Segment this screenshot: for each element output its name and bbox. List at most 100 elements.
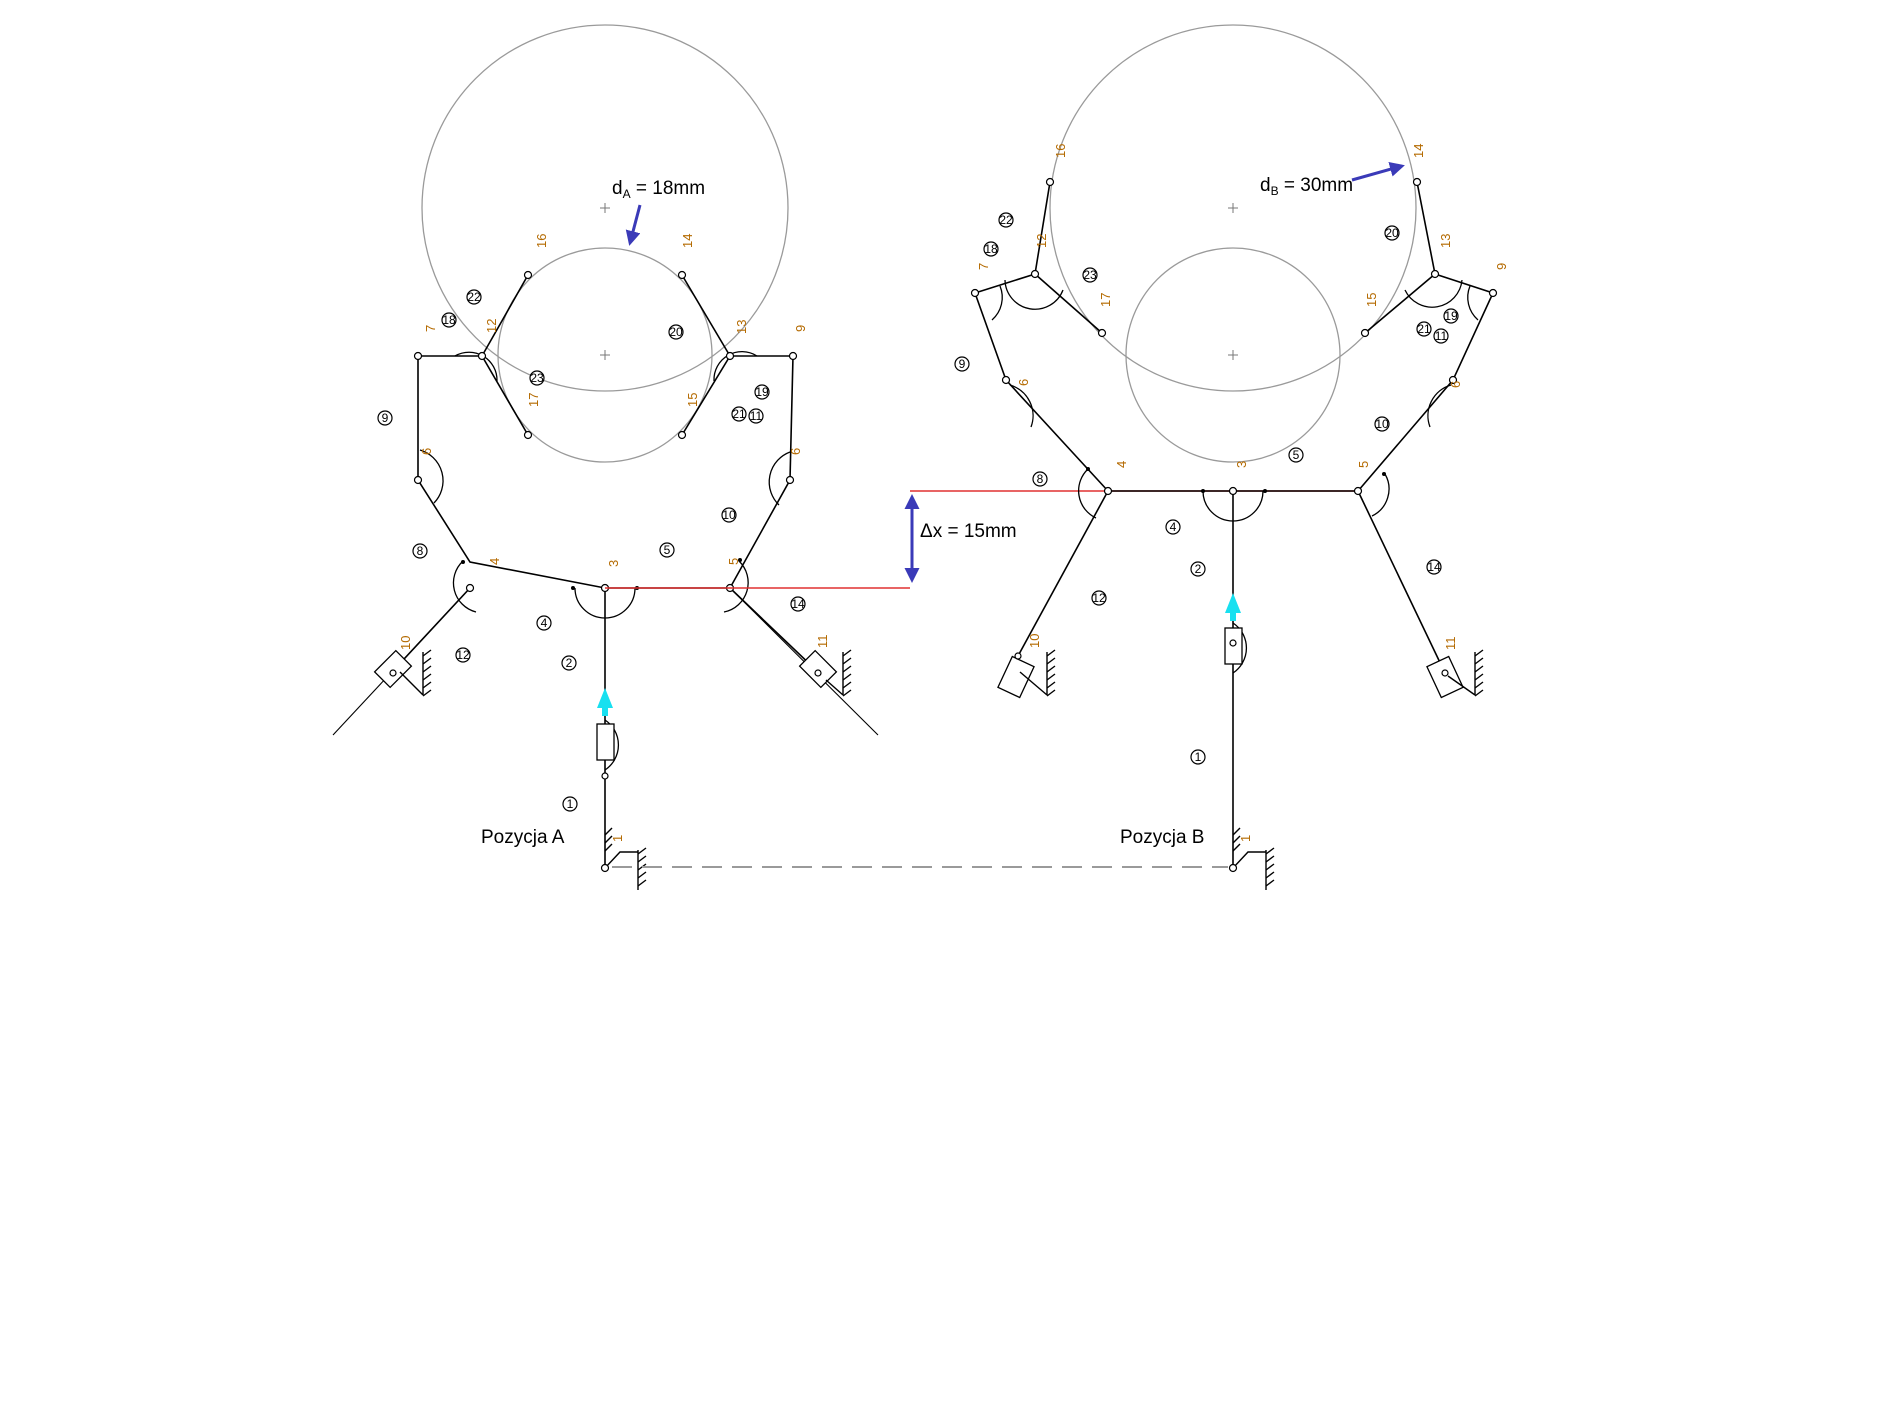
svg-text:5: 5 [1293,448,1300,462]
link-number: 18 [441,312,457,328]
svg-text:dA = 18mm: dA = 18mm [612,178,705,201]
svg-text:20: 20 [669,325,683,339]
link-number: 9 [954,356,970,372]
link-number: 23 [1082,267,1098,283]
joint-label: 1 [1238,835,1253,842]
diameter-a-symbol: d [612,178,623,199]
joint-label: 12 [484,319,499,333]
ground-a-right [825,649,852,697]
position-a-mechanism: 3 4 5 6 6 7 9 10 11 12 13 14 15 16 17 1 … [332,24,879,890]
svg-text:9: 9 [959,357,966,371]
diameter-b-annotation: dB = 30mm [1260,162,1405,198]
link-number: 1 [1190,749,1206,765]
svg-text:21: 21 [732,407,746,421]
joint-label: 13 [734,320,749,334]
svg-text:11: 11 [750,409,763,423]
links-b [973,181,1495,868]
link-number: 5 [1288,447,1304,463]
svg-text:8: 8 [417,544,424,558]
link-number: 11 [1433,328,1449,344]
joint-label: 7 [423,325,438,332]
position-b-mechanism: 3 4 5 6 6 7 9 10 11 12 13 14 15 16 17 1 … [954,24,1509,890]
svg-text:12: 12 [456,648,470,662]
joint-label: 10 [398,636,413,650]
link-number: 20 [668,324,684,340]
svg-text:14: 14 [1427,560,1441,574]
link-number: 12 [1091,590,1107,606]
diameter-a-value: = 18mm [631,178,705,199]
link-number: 8 [1032,471,1048,487]
svg-text:23: 23 [530,371,544,385]
joint-label: 15 [1364,293,1379,307]
outer-circle-a [421,24,789,392]
joint-labels-a: 3 4 5 6 6 7 9 10 11 12 13 14 15 16 17 1 [398,234,830,842]
joint-label: 16 [534,234,549,248]
joint-label: 3 [1234,461,1249,468]
outer-circle-b [1049,24,1417,392]
svg-text:2: 2 [1195,562,1202,576]
joints-b [970,177,1498,873]
joint-label: 15 [685,393,700,407]
svg-text:5: 5 [664,543,671,557]
diameter-b-subscript: B [1271,184,1279,198]
svg-text:8: 8 [1037,472,1044,486]
svg-text:23: 23 [1083,268,1097,282]
svg-text:2: 2 [566,656,573,670]
link-number: 2 [561,655,577,671]
ground-b-bottom [1232,827,1275,890]
inner-circle-a [497,247,713,463]
joint-label: 5 [1356,461,1371,468]
svg-text:21: 21 [1417,322,1431,336]
joint-label: 3 [606,560,621,567]
joint-label: 4 [487,558,502,565]
center-mark-b1 [1228,203,1238,213]
joint-label: 14 [680,234,695,248]
joint-labels-b: 3 4 5 6 6 7 9 10 11 12 13 14 15 16 17 1 [976,144,1509,842]
link-number: 20 [1384,225,1400,241]
joint-label: 17 [1098,293,1113,307]
diameter-a-annotation: dA = 18mm [612,178,705,246]
delta-x-label: Δx = 15mm [920,521,1017,542]
center-mark-a2 [600,350,610,360]
joint-label: 10 [1027,634,1042,648]
link-number: 8 [412,543,428,559]
link-number: 4 [536,615,552,631]
link-number: 14 [1426,559,1442,575]
joint-label: 1 [610,835,625,842]
svg-text:18: 18 [984,242,998,256]
svg-text:22: 22 [999,213,1013,227]
svg-text:20: 20 [1385,226,1399,240]
joint-label: 6 [788,448,803,455]
link-number: 19 [1443,308,1459,324]
link-number: 4 [1165,519,1181,535]
link-labels-b: 1 2 4 5 8 9 10 11 12 14 18 19 20 21 22 2… [954,212,1459,765]
link-number: 9 [377,410,393,426]
joint-label: 17 [526,393,541,407]
svg-text:1: 1 [567,797,574,811]
joint-label: 4 [1114,461,1129,468]
link-number: 23 [529,370,545,386]
slider-b-right [1426,655,1464,699]
link-number: 2 [1190,561,1206,577]
link-number: 11 [748,408,764,424]
svg-text:10: 10 [1375,417,1389,431]
joint-label: 11 [815,635,830,649]
svg-text:9: 9 [382,411,389,425]
ground-a-left [399,649,432,697]
position-a-label: Pozycja A [481,827,565,848]
joint-label: 14 [1411,144,1426,158]
svg-text:19: 19 [755,385,769,399]
svg-text:12: 12 [1092,591,1106,605]
slider-a-right [798,649,838,689]
svg-text:14: 14 [791,597,805,611]
link-number: 12 [455,647,471,663]
svg-text:dB = 30mm: dB = 30mm [1260,175,1353,198]
slider-a-left [373,649,413,689]
actuator-arrow-a [597,688,613,708]
joints-a [389,270,822,873]
link-number: 10 [721,507,737,523]
joint-label: 6 [1448,381,1463,388]
joint-label: 5 [726,558,741,565]
link-number: 19 [754,384,770,400]
